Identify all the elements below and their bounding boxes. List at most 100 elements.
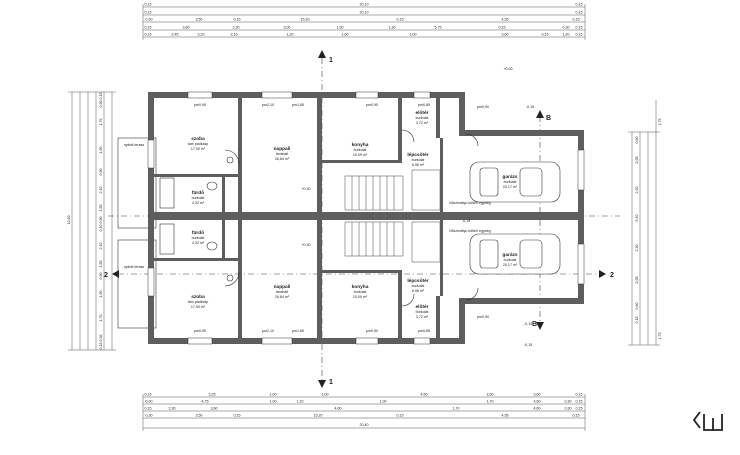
dim-left-total: 12,60	[67, 216, 71, 225]
dim-bot-0-5: 1,50	[487, 393, 494, 397]
dim-bot-3-4: 0,15	[397, 414, 404, 418]
dim-right-7: 0,60	[635, 303, 639, 310]
dim-top-4-10: 0,15	[576, 33, 583, 37]
dim-bot-0-7: 0,15	[576, 393, 583, 397]
dim-right-2: 2,65	[635, 157, 639, 164]
level-mark-4: -0,15	[462, 219, 470, 223]
dim-right-8: 0,15	[635, 317, 639, 324]
level-mark-0: +0,00	[503, 67, 512, 71]
dim-top-0-2: 0,15	[576, 3, 583, 7]
room-sub-eloter-top: burkolat	[416, 116, 429, 120]
dim-bot-0-0: 0,15	[145, 393, 152, 397]
dim-top-4-6: 3,00	[410, 33, 417, 37]
dim-bot-2-0: 0,15	[145, 407, 152, 411]
dim-top-3-1: 3,80	[183, 26, 190, 30]
room-area-szoba-bottom: 17,90 m²	[191, 305, 206, 309]
opening-label-3: pm0,90	[366, 329, 378, 333]
car-icons	[469, 161, 561, 275]
dim-bot-0-4: 4,50	[421, 393, 428, 397]
dim-bot-3-0: 0,30	[146, 414, 153, 418]
section-markers: 1 1 2 2 B B	[104, 50, 614, 388]
section-2-right: 2	[610, 272, 614, 279]
dim-bot-0-2: 1,00	[270, 393, 277, 397]
dim-left-5: 2,10	[99, 187, 103, 194]
dim-bot-3-6: 0,15	[573, 414, 580, 418]
room-sub-nappali-top: laminalt	[276, 152, 288, 156]
room-name-furdo-bottom: fürdő	[192, 230, 204, 236]
dim-right-1: 0,60	[635, 137, 639, 144]
room-labels: szoba tam padlolap 17,90 m² nappali lami…	[124, 110, 518, 319]
room-name-nappali-bottom: nappali	[274, 284, 291, 290]
room-sub-lepcso-bottom: burkolat	[412, 284, 425, 288]
section-1-top: 1	[329, 57, 333, 64]
dim-top-3-5: 1,30	[389, 26, 396, 30]
room-area-szoba-top: 17,90 m²	[191, 147, 206, 151]
bath-fixtures	[159, 156, 234, 282]
dim-bot-1-3: 1,20	[297, 400, 304, 404]
dim-bot-1-5: 1,70	[487, 400, 494, 404]
dim-right-9: 1,75	[658, 333, 662, 340]
dim-top-2-0: 0,30	[146, 18, 153, 22]
dim-left-13: 1,76	[99, 315, 103, 322]
dim-bot-1-0: 0,30	[146, 400, 153, 404]
dim-top-4-5: 1,60	[342, 33, 349, 37]
dim-right-4: 5,10	[635, 215, 639, 222]
dim-top-1-0: 0,15	[145, 11, 152, 15]
dim-top-1-1: 20,10	[360, 11, 369, 15]
dim-left-3: 1,50	[99, 147, 103, 154]
room-sub-lepcso-top: burkolat	[412, 158, 425, 162]
room-name-garazs-bottom: garázs	[502, 252, 518, 258]
room-name-lepcso-bottom: lépcsőtér	[407, 278, 428, 284]
dim-top-3-3: 3,00	[284, 26, 291, 30]
opening-label-8: pm1,65	[292, 103, 304, 107]
opening-label-6: pm0,85	[418, 103, 430, 107]
room-area-furdo-top: 4,32 m²	[192, 201, 205, 205]
dim-bot-2-3: 4,60	[335, 407, 342, 411]
dim-bot-3-5: 4,95	[502, 414, 509, 418]
opening-label-9: pm1,65	[292, 329, 304, 333]
dim-top-2-1: 3,50	[196, 18, 203, 22]
opening-label-5: pm2,10	[262, 329, 274, 333]
dim-left-4: 0,90	[99, 169, 103, 176]
room-name-furdo-top: fürdő	[192, 190, 204, 196]
section-b-bottom: B	[532, 321, 537, 328]
opening-labels: pm0,90 pm0,90 pm0,90 pm0,90 pm2,10 pm2,1…	[194, 103, 489, 333]
level-mark-5: -0,15	[524, 343, 532, 347]
room-area-garazs-bottom: 20,17 m²	[503, 263, 518, 267]
dim-bot-2-1: 2,30	[169, 407, 176, 411]
dim-top-0-1: 20,10	[360, 3, 369, 7]
room-area-konyha-top: 15,09 m²	[353, 153, 368, 157]
room-sub-nappali-bottom: laminalt	[276, 290, 288, 294]
room-name-szoba-bottom: szoba	[191, 294, 205, 300]
dim-top-3-4: 1,90	[337, 26, 344, 30]
room-area-garazs-top: 20,17 m²	[503, 185, 518, 189]
stairs	[344, 169, 441, 263]
dim-top-4-8: 0,15	[542, 33, 549, 37]
opening-label-4: pm2,10	[262, 103, 274, 107]
dim-left-9: 2,10	[99, 243, 103, 250]
terrace-label-bottom: nyitott terasz	[124, 265, 145, 269]
dim-top-0-0: 0,15	[145, 3, 152, 7]
right-dimension-chains: 1,75 0,60 2,65 2,30 5,10 2,30 2,65 0,60 …	[628, 100, 662, 346]
dim-bot-1-6: 4,60	[534, 400, 541, 404]
dim-top-3-7: 0,15	[499, 26, 506, 30]
level-mark-1: -0,15	[526, 105, 534, 109]
dim-left-0: 0,15	[99, 93, 103, 100]
dim-top-2-3: 15,20	[301, 18, 310, 22]
dim-right-5: 2,30	[635, 245, 639, 252]
level-mark-3: +0,30	[301, 187, 310, 191]
room-area-nappali-top: 26,84 m²	[275, 157, 290, 161]
dim-top-4-3: 2,15	[231, 33, 238, 37]
heat-pump-note-top: hőszivattyú kültéri egység	[449, 201, 490, 205]
dim-top-4-1: 2,45	[172, 33, 179, 37]
dim-top-4-9: 1,20	[563, 33, 570, 37]
heat-pump-notes: hőszivattyú kültéri egység hőszivattyú k…	[449, 201, 490, 233]
dim-top-3-8: 0,30	[563, 26, 570, 30]
room-name-nappali-top: nappali	[274, 146, 291, 152]
dim-bot-0-6: 3,60	[534, 393, 541, 397]
room-sub-furdo-top: burkolat	[192, 196, 205, 200]
room-sub-szoba-top: tam padlolap	[188, 142, 209, 146]
room-sub-szoba-bottom: tam padlolap	[188, 300, 209, 304]
terrace-label-top: nyitott terasz	[124, 143, 145, 147]
